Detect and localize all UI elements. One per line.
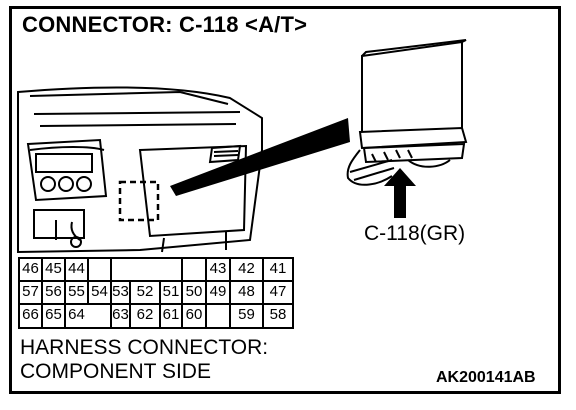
view-note-line1: HARNESS CONNECTOR:: [20, 336, 269, 359]
pin-label: 49: [209, 283, 227, 300]
pin-label: 53: [112, 283, 129, 300]
pin-label: 51: [162, 283, 180, 300]
pin-label: 58: [269, 306, 287, 323]
pin-label: 63: [112, 306, 129, 323]
pin-label: 43: [209, 260, 227, 277]
diagram-frame: [9, 6, 561, 394]
pin-label: 59: [238, 306, 255, 323]
pin-label: 50: [185, 283, 203, 300]
pointer-arrow-icon: [384, 168, 416, 218]
pin-label: 48: [238, 283, 255, 300]
connector-location-box: [118, 180, 160, 222]
pin-label: 45: [45, 260, 62, 277]
connector-title: CONNECTOR: C-118 <A/T>: [22, 12, 308, 37]
pin-label: 65: [45, 306, 62, 323]
view-note-line2: COMPONENT SIDE: [20, 360, 211, 383]
pin-label: 60: [185, 306, 203, 323]
connector-face: [18, 257, 294, 329]
pin-label: 61: [162, 306, 180, 323]
leader-wedge: [170, 118, 350, 196]
figure-code: AK200141AB: [436, 369, 536, 386]
pin-label: 62: [136, 306, 154, 323]
pin-label: 42: [238, 260, 255, 277]
pin-label: 47: [269, 283, 287, 300]
pin-label: 55: [68, 283, 85, 300]
pin-label: 46: [22, 260, 39, 277]
pin-label: 66: [22, 306, 39, 323]
connector-callout-label: C-118(GR): [364, 222, 466, 245]
pin-label: 41: [269, 260, 287, 277]
pin-label: 57: [22, 283, 39, 300]
pin-label: 64: [68, 306, 85, 323]
pin-label: 44: [68, 260, 85, 277]
control-unit-drawing: [346, 39, 468, 186]
pin-label: 54: [91, 283, 108, 300]
pin-label: 56: [45, 283, 62, 300]
pin-label: 52: [136, 283, 154, 300]
